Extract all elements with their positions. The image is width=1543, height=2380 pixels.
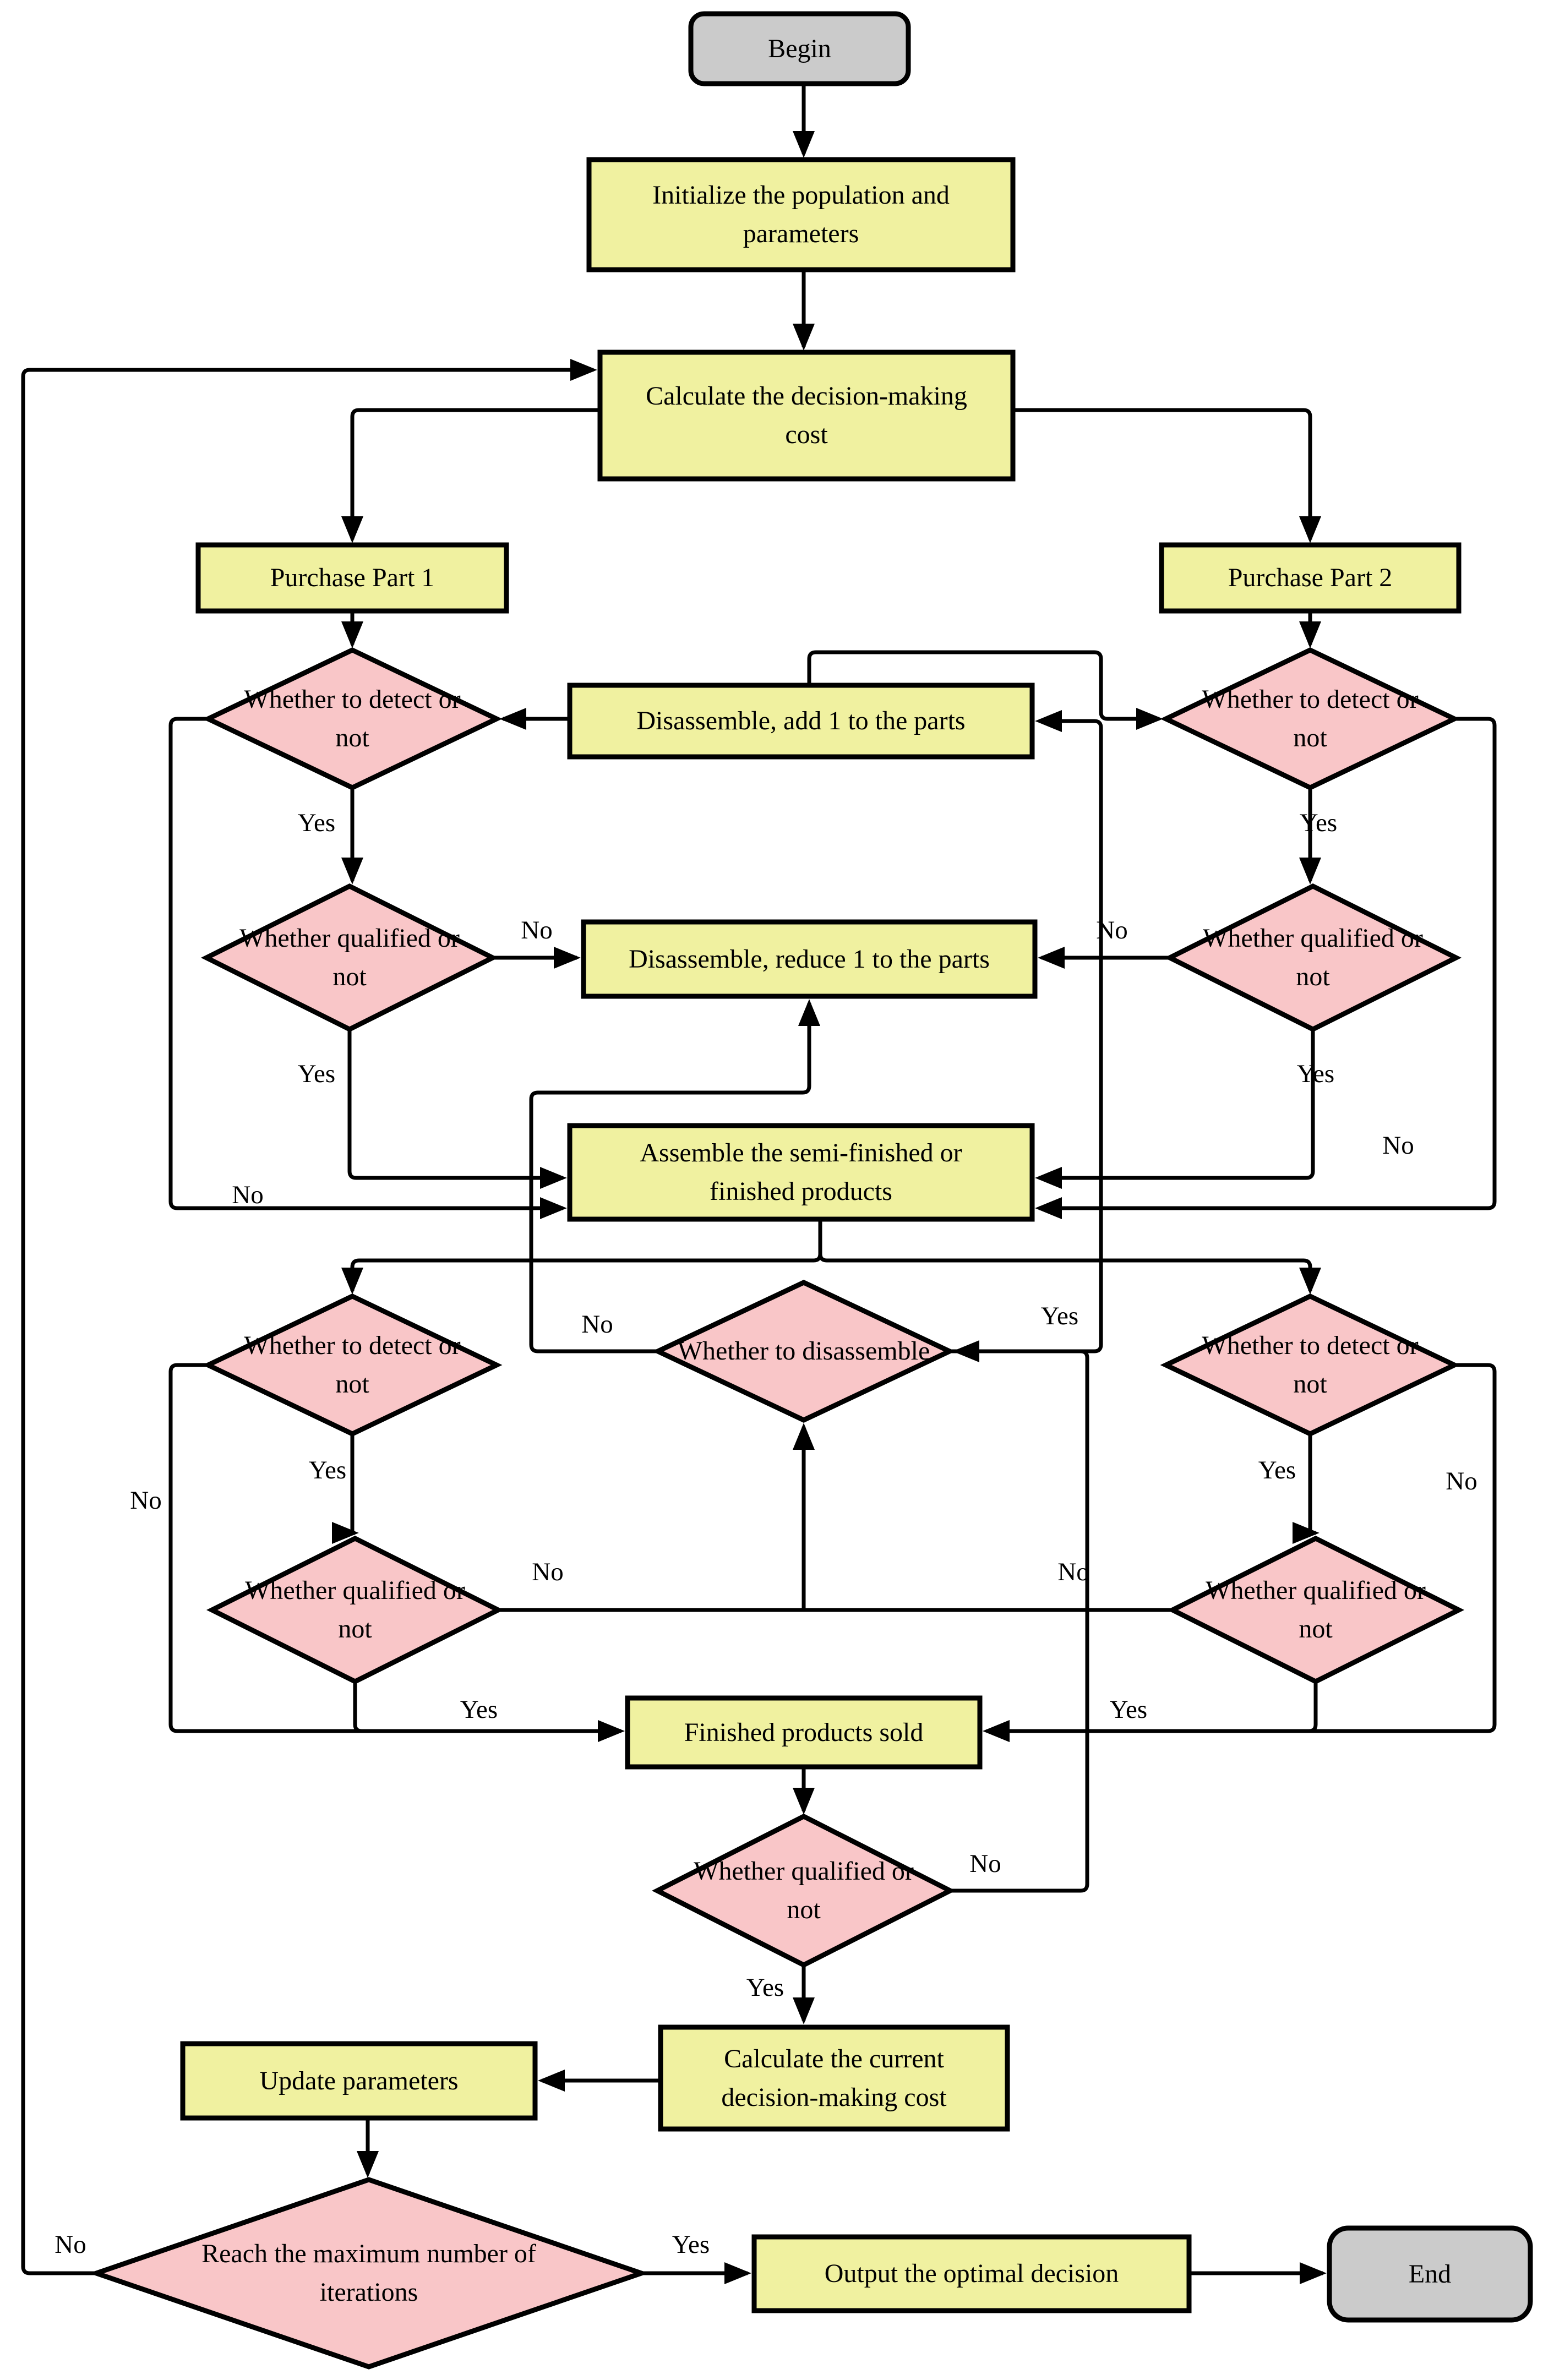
node-shapes — [89, 11, 1533, 2370]
shape-purchase2 — [1159, 542, 1462, 614]
edge-calc-purchase1 — [341, 408, 600, 543]
edge-calc-purchase2 — [1013, 408, 1322, 543]
edge-detect2l-sold-no — [168, 1363, 625, 1743]
edge-qualbottom-disassemble-no — [950, 1340, 1089, 1893]
shape-output — [751, 2234, 1192, 2313]
edge-add1-detect1r — [807, 650, 1163, 730]
edge-detect1r-assemble-no — [1035, 717, 1497, 1220]
shape-reduce1 — [581, 919, 1038, 999]
edge-qual2l-sold-yes — [353, 1682, 625, 1743]
shape-init — [586, 157, 1016, 272]
edge-detect1l-assemble-no — [168, 717, 567, 1220]
edge-detect2r-qual2r-yes — [1292, 1434, 1320, 1544]
shape-qual1l — [200, 883, 499, 1033]
shape-update — [180, 2041, 538, 2121]
shape-purchase1 — [195, 542, 509, 614]
edge-detect2r-sold-no — [983, 1363, 1497, 1743]
edge-assemble-detect2r — [818, 1219, 1322, 1295]
edge-qual1r-assemble-yes — [1035, 1029, 1315, 1189]
edge-reachmax-calc-no — [21, 358, 597, 2275]
shape-calccurrent — [658, 2024, 1010, 2132]
edges — [21, 84, 1497, 2285]
shape-calc — [597, 350, 1016, 482]
edge-detect2l-qual2l-yes — [331, 1434, 359, 1544]
shape-detect2r — [1160, 1293, 1460, 1437]
edge-assemble-detect2l — [341, 1219, 822, 1295]
edge-disassemble-reduce-no — [529, 999, 821, 1353]
shape-detect1r — [1160, 647, 1460, 790]
shape-begin — [688, 11, 911, 86]
shape-detect1l — [202, 647, 503, 790]
shape-assemble — [567, 1123, 1035, 1222]
edge-qual2r-sold-yes — [983, 1682, 1318, 1743]
shape-reachmax — [89, 2177, 649, 2370]
shape-add1 — [567, 683, 1035, 760]
shape-sold — [625, 1695, 983, 1770]
shape-qual1r — [1164, 883, 1462, 1033]
shape-qualbottom — [652, 1813, 956, 1968]
shape-detect2l — [202, 1293, 503, 1437]
shape-end — [1327, 2225, 1533, 2323]
edge-qual1l-assemble-yes — [347, 1029, 567, 1189]
shape-disassemble — [652, 1280, 956, 1423]
shape-qual2l — [206, 1535, 504, 1685]
shape-qual2r — [1166, 1535, 1465, 1685]
edge-disassemble-add1-yes — [950, 709, 1103, 1353]
